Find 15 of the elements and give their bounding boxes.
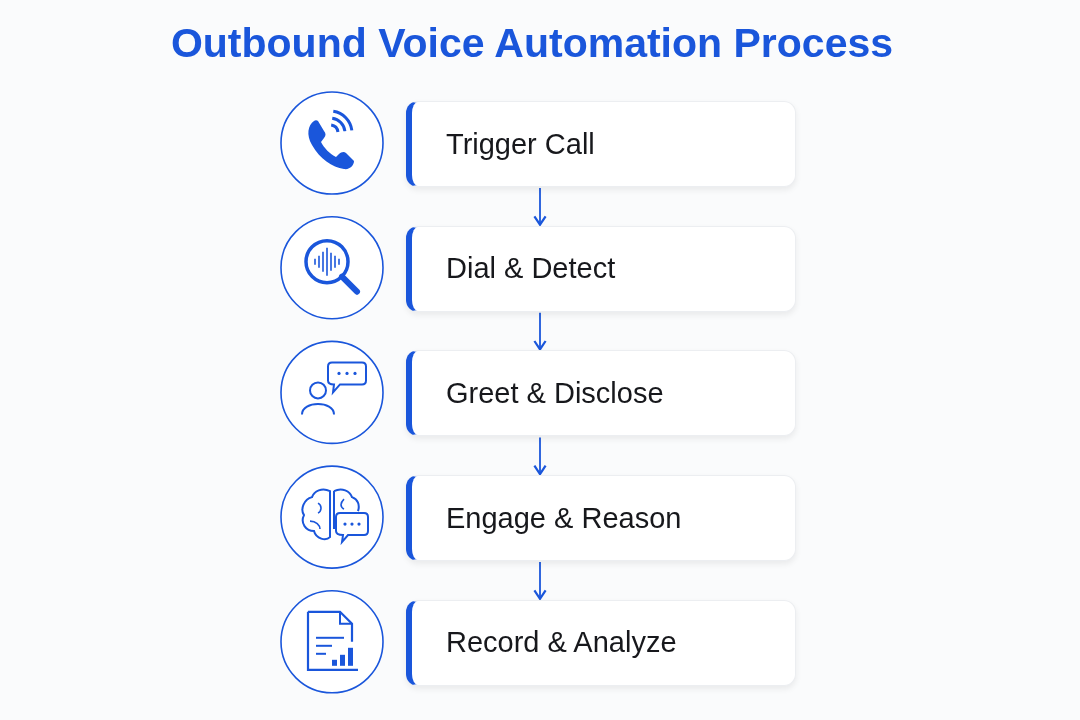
step-card xyxy=(406,101,796,187)
title: Outbound Voice Automation Process xyxy=(169,20,895,67)
arrow xyxy=(533,436,547,476)
arrow xyxy=(533,561,547,600)
step-label: Record & Analyze xyxy=(446,626,677,660)
step-card xyxy=(406,475,796,562)
arrow xyxy=(533,311,547,351)
step-label: Engage & Reason xyxy=(446,501,682,535)
step-label: Dial & Detect xyxy=(446,252,616,286)
step-label: Greet & Disclose xyxy=(446,376,664,410)
step-label: Trigger Call xyxy=(446,127,595,161)
arrow xyxy=(533,187,547,226)
step-card xyxy=(406,350,796,437)
step-card xyxy=(406,225,796,312)
step-card xyxy=(406,599,796,686)
